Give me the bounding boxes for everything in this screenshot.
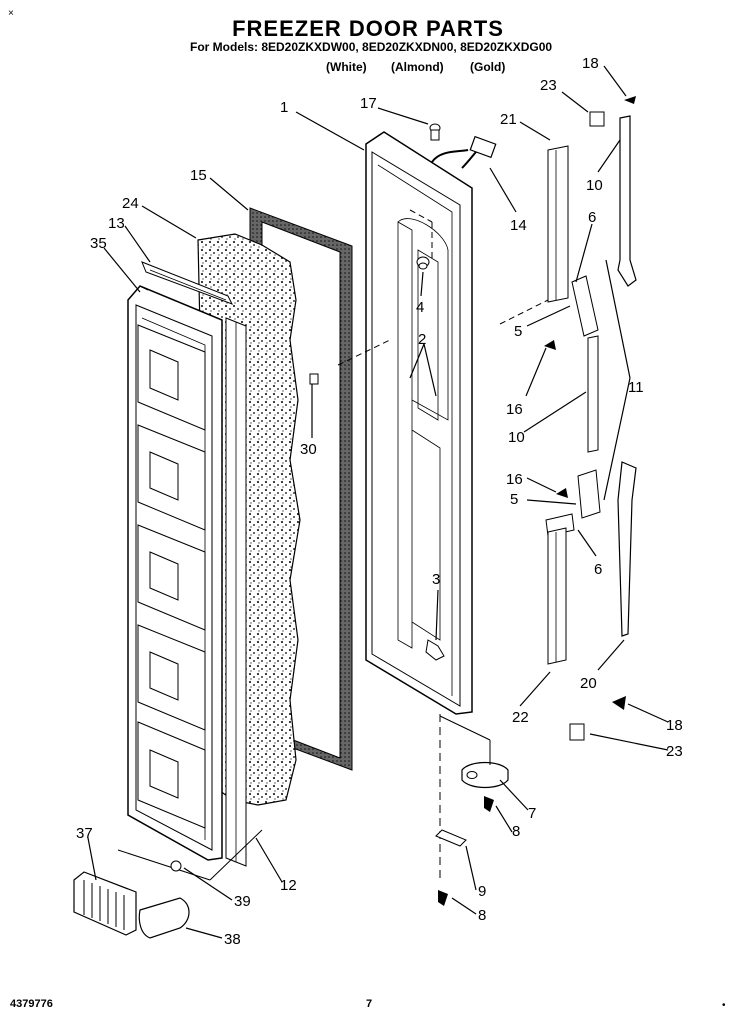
callout-17: 17 — [360, 95, 377, 112]
callout-10-top: 10 — [586, 177, 603, 194]
callout-4: 4 — [416, 299, 424, 316]
callout-8-bottom: 8 — [478, 907, 486, 924]
callout-30: 30 — [300, 441, 317, 458]
callout-37: 37 — [76, 825, 93, 842]
callout-13: 13 — [108, 215, 125, 232]
side-trim-strip — [225, 317, 247, 867]
callout-20: 20 — [580, 675, 597, 692]
callout-10-bottom: 10 — [508, 429, 525, 446]
page-number: 7 — [366, 998, 373, 1010]
callout-6-bottom: 6 — [594, 561, 602, 578]
corner-mark-bottom: • — [722, 1000, 726, 1011]
callout-12: 12 — [280, 877, 297, 894]
corner-mark: × — [8, 8, 14, 19]
callout-5-bottom: 5 — [510, 491, 518, 508]
callout-16-top: 16 — [506, 401, 523, 418]
top-trim-strip — [141, 261, 234, 305]
callout-15: 15 — [190, 167, 207, 184]
doc-number: 4379776 — [10, 998, 53, 1010]
callout-23-bottom: 23 — [666, 743, 683, 760]
callout-6-top: 6 — [588, 209, 596, 226]
color-almond: (Almond) — [391, 60, 444, 74]
callout-18: 18 — [582, 55, 599, 72]
callout-1: 1 — [280, 99, 288, 116]
callout-38: 38 — [224, 931, 241, 948]
callout-16-bottom: 16 — [506, 471, 523, 488]
callout-14: 14 — [510, 217, 527, 234]
models-line: For Models: 8ED20ZKXDW00, 8ED20ZKXDN00, … — [190, 40, 553, 54]
callout-18-bottom: 18 — [666, 717, 683, 734]
callout-7: 7 — [528, 805, 536, 822]
callout-11: 11 — [628, 379, 644, 396]
callout-numbers: 1 17 21 23 18 15 24 13 35 14 10 6 4 2 5 … — [76, 55, 683, 948]
callout-35: 35 — [90, 235, 107, 252]
inner-door-liner — [127, 285, 223, 861]
page-title: FREEZER DOOR PARTS — [232, 16, 504, 41]
callout-24: 24 — [122, 195, 139, 212]
callout-23: 23 — [540, 77, 557, 94]
bottom-parts — [73, 715, 509, 939]
callout-8-top: 8 — [512, 823, 520, 840]
leader-lines — [87, 65, 669, 939]
callout-39: 39 — [234, 893, 251, 910]
callout-21: 21 — [500, 111, 517, 128]
handle-hardware — [499, 96, 637, 741]
color-gold: (Gold) — [470, 60, 506, 74]
color-white: (White) — [326, 60, 367, 74]
callout-3: 3 — [432, 571, 440, 588]
callout-9: 9 — [478, 883, 486, 900]
callout-5-top: 5 — [514, 323, 522, 340]
callout-22: 22 — [512, 709, 529, 726]
door-outer-panel — [309, 123, 497, 880]
callout-2: 2 — [418, 331, 426, 348]
